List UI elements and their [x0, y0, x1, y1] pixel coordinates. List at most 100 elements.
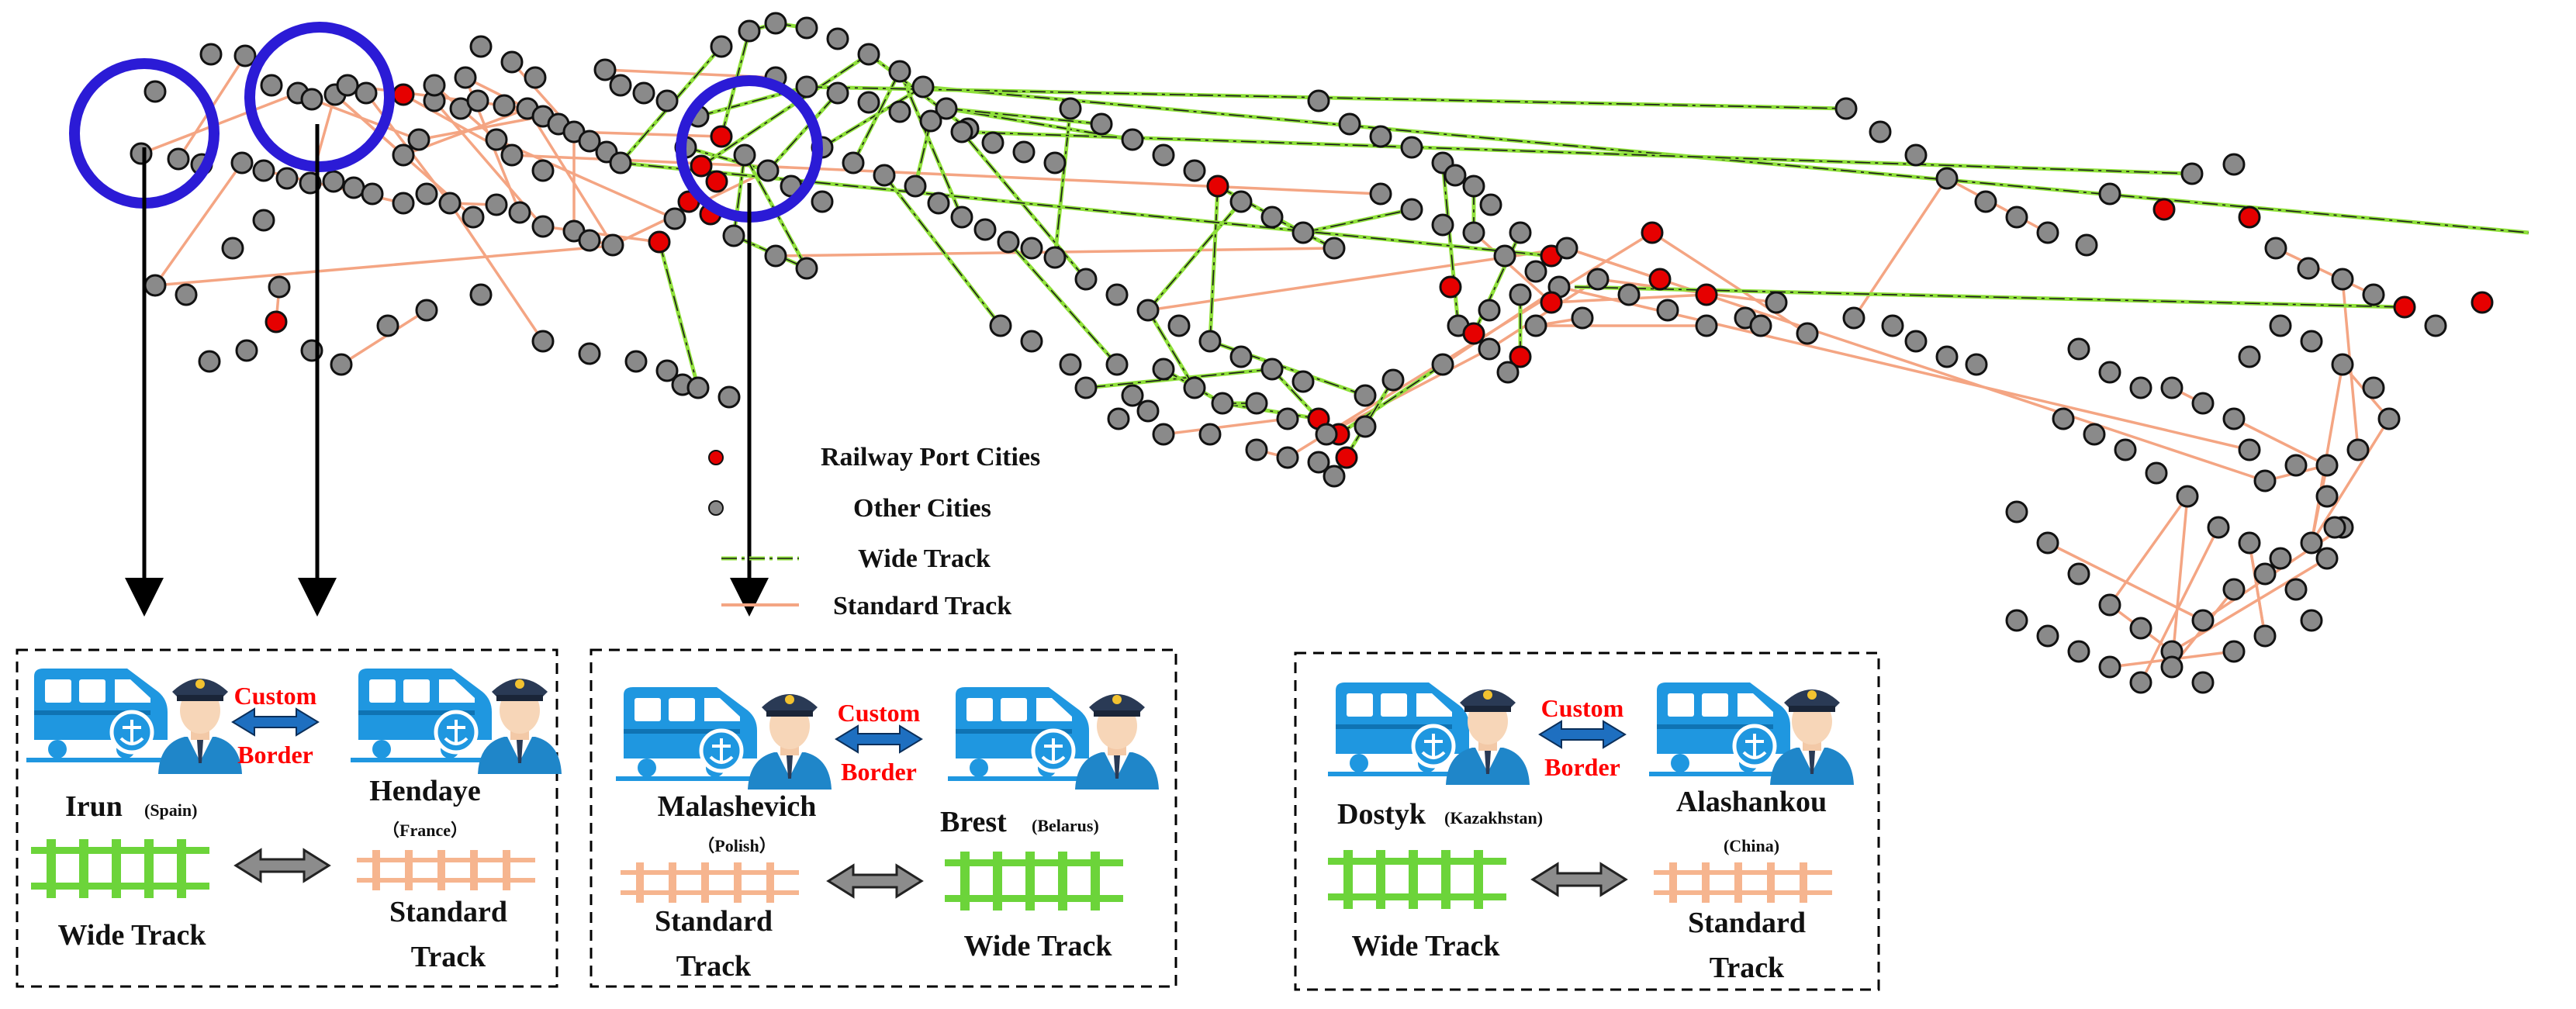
legend-port-label: Railway Port Cities — [821, 443, 1040, 472]
wide-track-segment — [1054, 108, 1071, 258]
other-city-node — [493, 94, 516, 117]
other-city-node — [2315, 454, 2339, 477]
other-city-node — [1749, 314, 1772, 337]
other-city-node — [1121, 384, 1144, 407]
other-city-node — [2098, 593, 2121, 617]
other-city-node — [1059, 353, 1082, 376]
other-city-node — [733, 143, 756, 167]
other-city-node — [1105, 283, 1129, 306]
other-city-node — [2191, 671, 2215, 694]
border-label: Border — [841, 758, 917, 786]
left-city-name: Malashevich — [658, 790, 817, 823]
legend: Railway Port Cities Other Cities Wide Tr… — [708, 443, 1040, 620]
standard-track-segment — [496, 138, 676, 220]
wide-track-segment — [899, 71, 963, 218]
other-city-node — [1152, 143, 1175, 167]
train-icon — [1649, 682, 1793, 774]
wide-track-segment — [806, 86, 1847, 109]
other-city-node — [1571, 306, 1594, 330]
right-city-country: （France） — [382, 821, 468, 840]
other-city-node — [462, 206, 485, 229]
railway-port-city-node — [1206, 175, 1229, 198]
wide-track-segment — [1574, 286, 2405, 308]
other-city-node — [2052, 407, 2075, 430]
other-city-node — [1152, 423, 1175, 446]
other-city-node — [1260, 358, 1284, 381]
customs-officer-icon — [748, 694, 832, 790]
right-track-label-line1: Standard — [389, 896, 507, 928]
other-city-node — [1074, 268, 1098, 291]
other-city-node — [1695, 314, 1718, 337]
other-city-node — [500, 143, 524, 167]
left-track-label: Wide Track — [57, 919, 206, 952]
other-city-node — [857, 43, 880, 66]
left-city-country: (Kazakhstan) — [1444, 808, 1543, 828]
legend-wide-label: Wide Track — [858, 544, 991, 573]
other-city-node — [624, 350, 648, 373]
other-city-node — [2346, 438, 2370, 461]
other-city-node — [919, 109, 942, 133]
standard-track-segment — [140, 92, 299, 155]
other-city-node — [1276, 407, 1299, 430]
standard-track-segment — [448, 202, 545, 342]
other-city-node — [1656, 299, 1679, 322]
other-city-node — [1400, 198, 1423, 221]
other-city-node — [1444, 164, 1467, 187]
railway-port-city-node — [1648, 268, 1672, 291]
other-city-node — [2098, 182, 2121, 206]
right-track-label-line1: Standard — [1688, 907, 1806, 939]
legend-port-marker — [708, 450, 724, 465]
other-city-node — [609, 74, 632, 97]
other-city-node — [415, 182, 438, 206]
right-city-country: (China) — [1724, 836, 1779, 855]
other-city-node — [1323, 465, 1346, 488]
other-city-node — [811, 190, 834, 213]
wide-track-icon — [31, 839, 209, 898]
other-city-node — [354, 81, 378, 105]
standard-track-segment — [511, 154, 1381, 195]
legend-standard-label: Standard Track — [833, 592, 1011, 620]
right-track-label-line2: Track — [1710, 952, 1785, 984]
other-city-node — [469, 35, 493, 58]
wide-track-segment — [620, 162, 1552, 257]
other-city-node — [1167, 314, 1191, 337]
other-city-node — [1315, 423, 1338, 446]
other-city-node — [1229, 345, 1253, 368]
other-city-node — [2284, 454, 2308, 477]
other-city-node — [2238, 531, 2261, 555]
other-city-node — [1381, 368, 1405, 392]
other-city-node — [1834, 97, 1858, 120]
standard-track-segment — [2275, 247, 2374, 296]
other-city-node — [415, 299, 438, 322]
railway-port-city-node — [1695, 283, 1718, 306]
other-city-node — [2315, 485, 2339, 508]
gray-double-arrow-icon — [827, 864, 923, 898]
other-city-node — [663, 207, 686, 230]
other-city-node — [2160, 376, 2184, 399]
other-city-node — [2036, 221, 2059, 244]
other-city-node — [2067, 562, 2090, 586]
railway-port-city-node — [1439, 275, 1462, 299]
wide-track-segment — [922, 86, 2529, 233]
other-city-node — [1796, 322, 1819, 345]
wide-track-segment — [961, 131, 2193, 175]
other-city-node — [342, 176, 365, 199]
other-city-node — [950, 120, 973, 143]
train-icon — [26, 669, 170, 760]
other-city-node — [950, 206, 973, 229]
other-city-node — [1107, 407, 1130, 430]
standard-track-segment — [311, 98, 420, 141]
other-city-node — [973, 218, 997, 241]
other-city-node — [175, 283, 198, 306]
other-city-node — [1369, 125, 1392, 148]
other-city-node — [392, 143, 415, 167]
other-city-node — [1904, 143, 1928, 167]
other-city-node — [233, 44, 257, 67]
other-city-node — [260, 74, 283, 97]
other-city-node — [764, 244, 787, 268]
standard-track-segment — [1163, 417, 1288, 436]
other-city-node — [2036, 624, 2059, 648]
other-city-node — [361, 182, 384, 206]
other-city-node — [2222, 640, 2246, 663]
other-city-node — [2300, 531, 2323, 555]
